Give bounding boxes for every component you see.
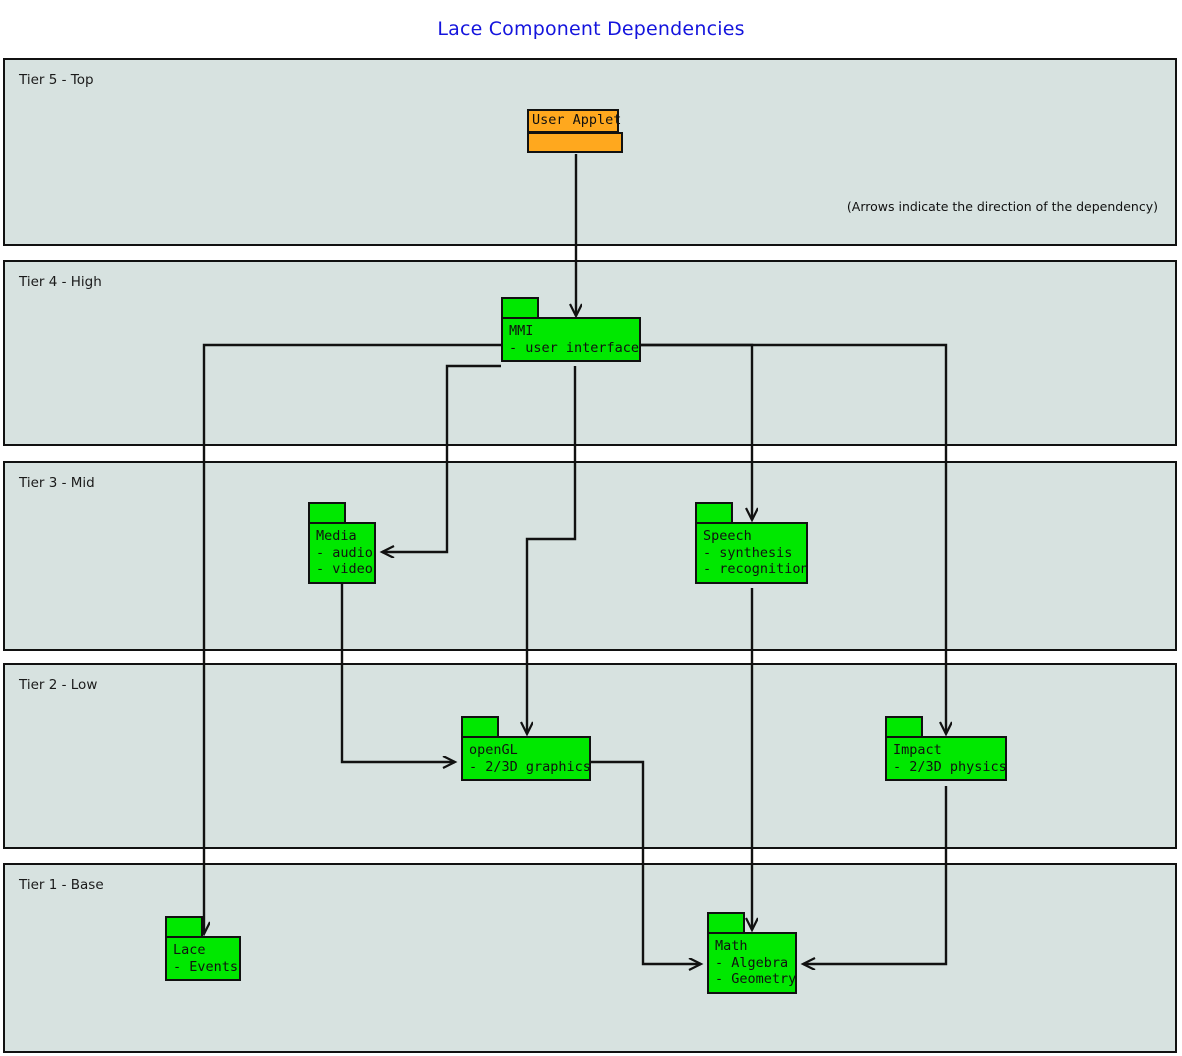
package-mmi-item-0: - user interface [509,339,640,356]
package-lace-body: Lace - Events [165,936,241,981]
tier-label-1: Tier 1 - Base [19,877,104,893]
legend-note: (Arrows indicate the direction of the de… [846,199,1158,214]
tier-label-5: Tier 5 - Top [19,72,94,88]
package-tab-icon [165,916,203,938]
package-opengl-body: openGL - 2/3D graphics [461,736,591,781]
package-speech-name: Speech [703,528,752,544]
package-user-applet-body [527,132,623,153]
package-tab-icon [461,716,499,738]
page-title: Lace Component Dependencies [437,18,745,40]
package-tab-icon [308,502,346,524]
package-lace-name: Lace [173,942,206,958]
package-tab-icon [885,716,923,738]
package-impact-body: Impact - 2/3D physics [885,736,1007,781]
package-speech-item-1: - recognition [703,561,809,577]
package-media-item-0: - audio [316,544,373,561]
package-media-name: Media [316,528,357,544]
package-lace-item-0: - Events [173,958,239,975]
tier-label-3: Tier 3 - Mid [19,475,95,491]
tier-label-4: Tier 4 - High [19,274,102,290]
package-speech-body: Speech - synthesis - recognition [695,522,809,584]
package-mmi-body: MMI - user interface [501,317,641,362]
tier-panel-1: Tier 1 - Base [3,863,1177,1053]
package-tab-icon [707,912,745,934]
package-user-applet-label: User Applet [527,109,621,133]
package-math-item-1: - Geometry [715,971,797,987]
package-math-body: Math - Algebra - Geometry [707,932,797,994]
package-impact-name: Impact [893,742,942,758]
package-speech-item-0: - synthesis [703,544,793,561]
package-impact-item-0: - 2/3D physics [893,758,1007,775]
package-tab-icon [501,297,539,319]
package-opengl-name: openGL [469,742,518,758]
package-math-item-0: - Algebra [715,954,789,971]
package-mmi-name: MMI [509,323,534,339]
package-media-body: Media - audio - video [308,522,376,584]
package-tab-icon [695,502,733,524]
package-math-name: Math [715,938,748,954]
package-media-item-1: - video [316,561,373,577]
tier-panel-4: Tier 4 - High [3,260,1177,446]
package-opengl-item-0: - 2/3D graphics [469,758,591,775]
tier-panel-3: Tier 3 - Mid [3,461,1177,651]
tier-label-2: Tier 2 - Low [19,677,98,693]
